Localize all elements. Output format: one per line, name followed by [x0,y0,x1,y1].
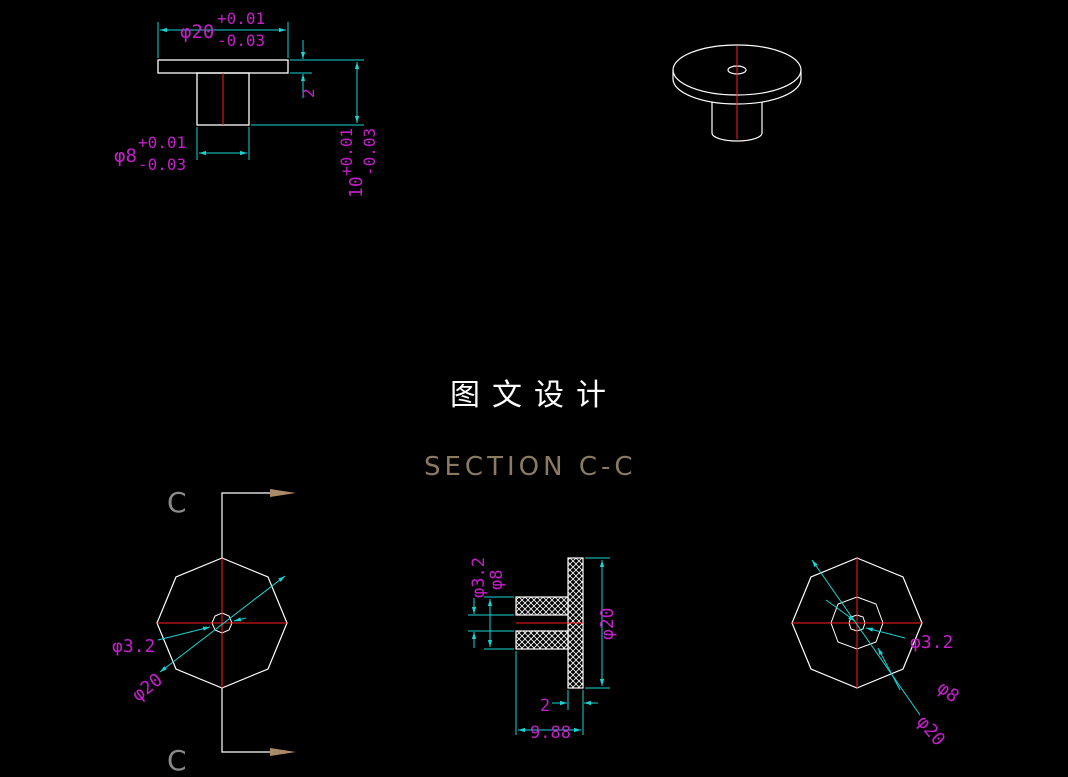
d8-label: φ8 [933,677,963,707]
section-d20-label: φ20 [597,607,618,640]
front-view: φ20 +0.01 -0.03 2 10 +0.01 -0.03 φ8 +0.0… [114,9,379,198]
d8-label: φ8 [114,145,137,167]
cut-arrow-top [270,489,296,497]
len10-tol-upper: +0.01 [337,128,356,176]
d20-label: φ20 [912,712,949,750]
bottom-right-view: φ3.2 φ8 φ20 [791,557,963,750]
d3-2-label: φ3.2 [112,636,155,657]
drawing-title: 图文设计 [450,378,618,413]
d3-2-label: φ3.2 [910,632,953,653]
section-len2-label: 2 [540,696,550,716]
isometric-view [672,44,802,142]
cut-line-top [221,492,270,558]
d20-tol-upper: +0.01 [217,9,265,28]
bottom-left-view: C C φ3.2 φ20 [112,486,296,777]
cut-label-top: C [167,486,187,519]
cut-label-bottom: C [167,744,187,777]
d8-tol-upper: +0.01 [138,133,186,152]
section-d3-2-label: φ3.2 [469,557,489,598]
len10-tol-lower: -0.03 [360,128,379,176]
flange-outline [157,59,289,74]
shaft-wall-lower [515,630,569,650]
d8-tol-lower: -0.03 [138,155,186,174]
section-label: SECTION C-C [424,452,637,482]
d20-label: φ20 [128,669,167,706]
cut-line-bottom [221,688,270,753]
cut-arrow-bottom [270,748,296,756]
shaft-body [711,102,763,142]
d20-tol-lower: -0.03 [217,31,265,50]
section-len9-88-label: 9.88 [530,723,571,743]
d20-label: φ20 [180,21,214,43]
section-view: φ3.2 φ8 φ20 2 9.88 [468,557,618,743]
height-2-label: 2 [299,88,318,98]
section-d8-label: φ8 [487,570,507,590]
len10-label: 10 [346,176,367,198]
shaft-wall-upper [515,596,569,616]
